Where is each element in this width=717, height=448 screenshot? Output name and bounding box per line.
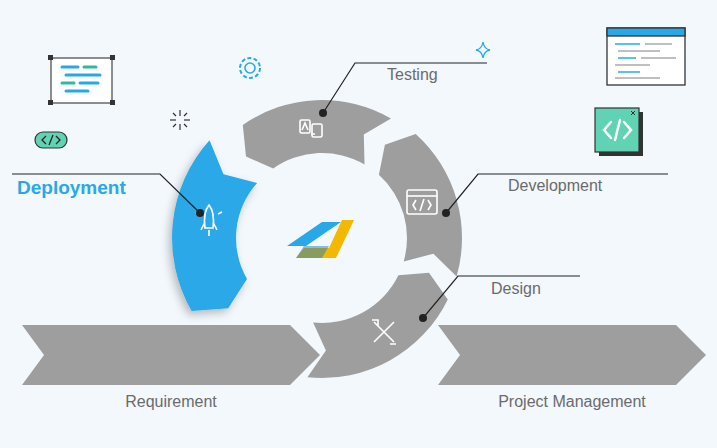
band-heading: Project Management: [438, 393, 706, 411]
stage-label: Development: [508, 177, 602, 195]
band-shape: [22, 325, 320, 385]
cycle-segment: [243, 100, 391, 168]
stage-label: Design: [491, 280, 541, 298]
cycle-segment: [172, 140, 257, 311]
stage-label: Deployment: [17, 177, 126, 199]
arrow-band: Requirement: [22, 325, 320, 413]
band-heading: Requirement: [22, 393, 320, 411]
band-shape: [438, 325, 706, 385]
cycle-segment: [307, 273, 447, 378]
cycle-segment: [379, 134, 462, 277]
arrow-band: Project Management: [438, 325, 706, 413]
stage-label: Testing: [387, 66, 438, 84]
